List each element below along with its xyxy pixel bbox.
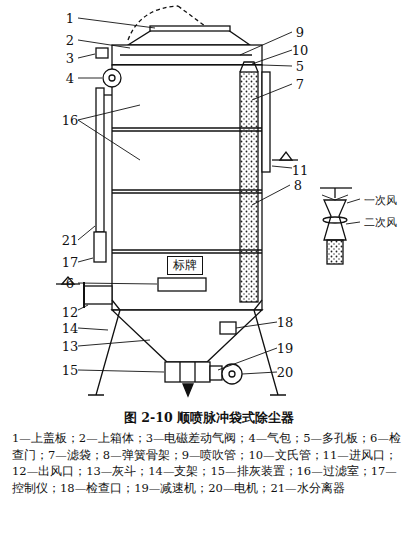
plate-text: 标牌: [173, 259, 197, 272]
callout-number: 13: [62, 340, 79, 353]
callout-number: 14: [62, 322, 79, 335]
flow-label: 二次风: [364, 217, 397, 228]
name-plate: 标牌: [167, 256, 203, 275]
callout-number: 2: [66, 34, 74, 47]
callout-number: 7: [296, 78, 304, 91]
figure-caption: 1—上盖板；2—上箱体；3—电磁差动气阀；4—气包；5—多孔板；6—检查门；7—…: [12, 430, 406, 497]
callout-number: 8: [294, 179, 302, 192]
callout-number: 3: [66, 52, 74, 65]
callout-number: 21: [62, 234, 79, 247]
callout-number: 15: [62, 364, 79, 377]
callout-number: 4: [66, 72, 74, 85]
callout-number: 11: [292, 164, 309, 177]
callout-number: 1: [66, 12, 74, 25]
flow-label: 一次风: [364, 195, 397, 206]
callout-number: 19: [277, 342, 294, 355]
callout-number: 17: [62, 256, 79, 269]
callout-number: 6: [66, 277, 74, 290]
callout-number: 9: [296, 26, 304, 39]
callout-number: 10: [292, 44, 309, 57]
figure-title: 图 2-10 顺喷脉冲袋式除尘器: [0, 410, 418, 427]
callout-number: 20: [277, 366, 294, 379]
callout-number: 18: [277, 316, 294, 329]
callout-number: 5: [296, 60, 304, 73]
callout-number: 16: [62, 114, 79, 127]
callout-number: 12: [62, 306, 79, 319]
